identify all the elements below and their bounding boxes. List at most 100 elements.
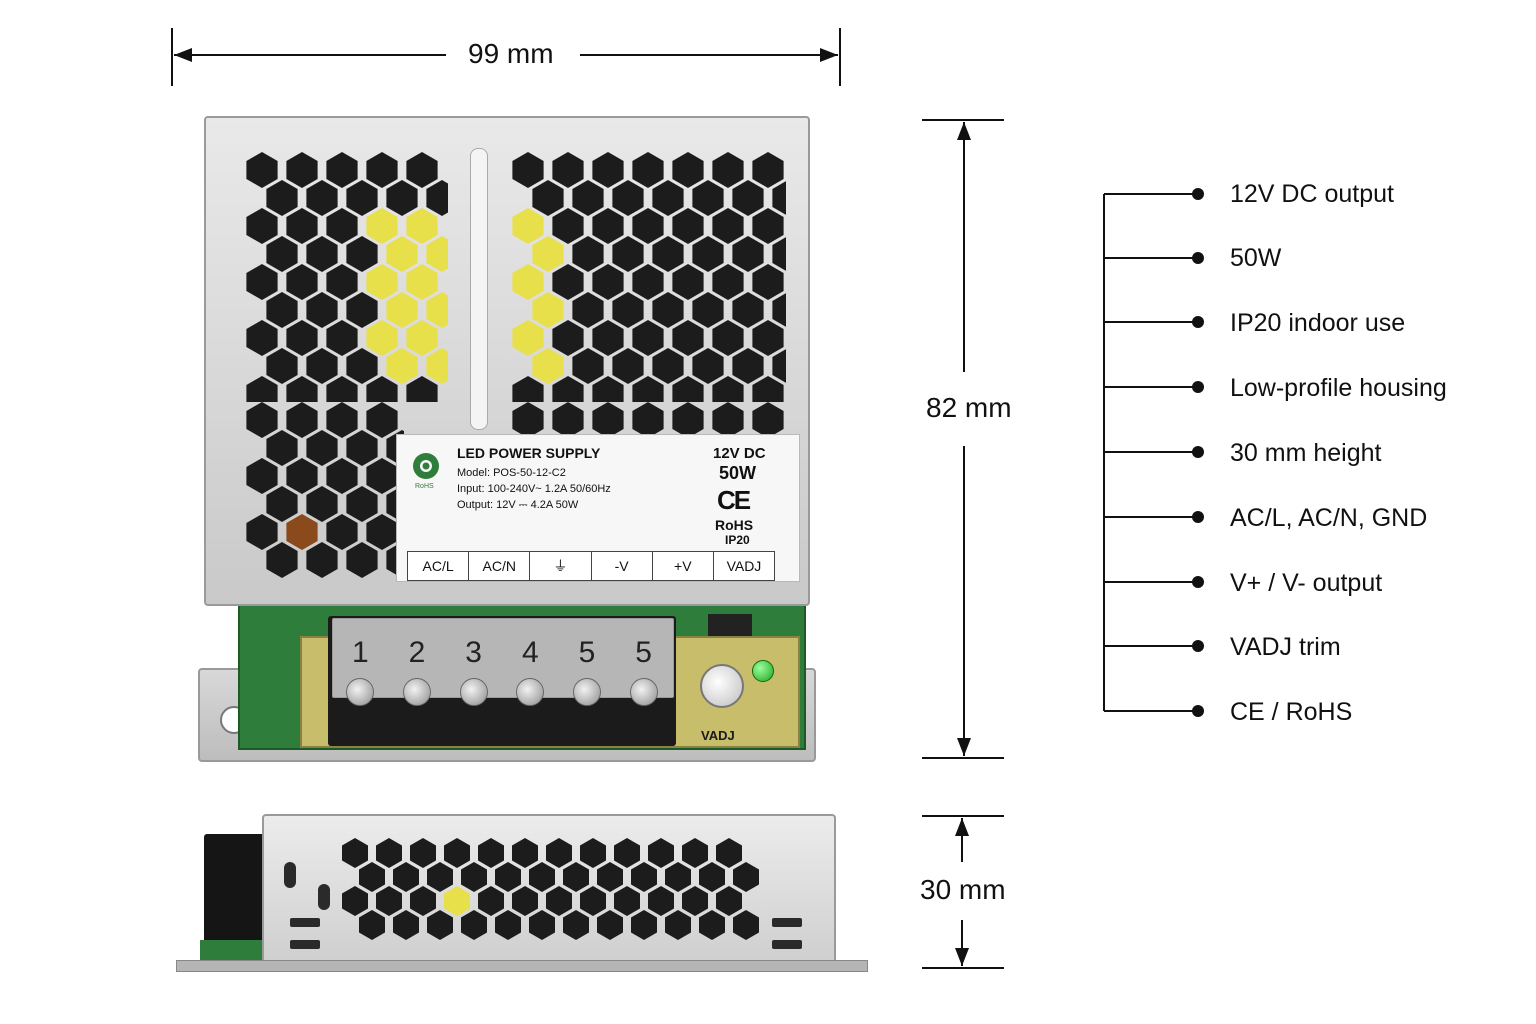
vent-hole (286, 320, 318, 356)
side-slot-left (290, 918, 320, 927)
vent-hole (529, 862, 555, 892)
vent-hole (406, 264, 438, 300)
ground-icon: ⏚ (530, 552, 592, 580)
screw-icon (346, 678, 375, 706)
vent-hole (532, 292, 564, 328)
vent-hole (572, 236, 604, 272)
vent-hole (716, 838, 742, 868)
vent-hole (614, 886, 640, 916)
label-title: LED POWER SUPPLY (457, 445, 601, 461)
bullet-icon (1192, 381, 1204, 393)
vent-hole (732, 236, 764, 272)
vent-hole (712, 376, 744, 402)
vent-hole (546, 838, 572, 868)
vent-hole (682, 838, 708, 868)
feature-item: Low-profile housing (1230, 374, 1447, 402)
vent-hole (393, 910, 419, 940)
terminal-number: 3 (465, 636, 482, 669)
vent-hole (546, 886, 572, 916)
side-slot-left (290, 940, 320, 949)
vent-slot (470, 148, 488, 430)
vent-hole (772, 349, 786, 383)
vent-hole (376, 838, 402, 868)
side-vent-pill (284, 862, 296, 888)
vent-hole (326, 320, 358, 356)
label-rohs: RoHS (715, 517, 754, 533)
vent-hole (648, 886, 674, 916)
terminal-label-plus-v: +V (653, 552, 714, 580)
terminal-label-acl: AC/L (408, 552, 470, 580)
vent-hole (580, 838, 606, 868)
side-chassis (262, 814, 836, 964)
vent-hole (529, 910, 555, 940)
vent-hole (266, 236, 298, 272)
width-dimension-label: 99 mm (468, 38, 554, 70)
feature-item: 12V DC output (1230, 180, 1394, 208)
bullet-icon (1192, 446, 1204, 458)
vent-hole (346, 430, 378, 466)
vent-hole (712, 402, 744, 438)
vent-hole (682, 886, 708, 916)
vent-hole (246, 152, 278, 188)
vent-hole (692, 348, 724, 384)
terminal-label-row: AC/L AC/N ⏚ -V +V VADJ (407, 551, 775, 581)
vent-hole (366, 264, 398, 300)
feature-item: IP20 indoor use (1230, 309, 1406, 337)
bullet-icon (1192, 640, 1204, 652)
vent-hole (495, 910, 521, 940)
vent-hole (652, 292, 684, 328)
vent-hole (592, 376, 624, 402)
vent-hole (326, 376, 358, 402)
vent-hole (552, 152, 584, 188)
vent-hole (427, 862, 453, 892)
vent-hole (286, 514, 318, 550)
vent-hole (699, 910, 725, 940)
vent-hole (306, 180, 338, 216)
label-model: Model: POS-50-12-C2 (457, 467, 566, 479)
terminal-number: 5 (578, 636, 596, 669)
vent-hole (692, 180, 724, 216)
vent-hole (478, 886, 504, 916)
header-pins (708, 614, 752, 636)
terminal-cover (332, 618, 674, 698)
terminal-number: 4 (521, 636, 539, 669)
vent-hole (306, 236, 338, 272)
vent-hole (652, 348, 684, 384)
vent-hole (426, 348, 448, 384)
vent-hole (512, 320, 544, 356)
vent-hole (597, 910, 623, 940)
vent-hole (266, 292, 298, 328)
vent-hole (326, 264, 358, 300)
terminal-numbers: 1 2 3 4 5 5 (332, 636, 672, 676)
vent-hole (665, 910, 691, 940)
vent-hole (326, 152, 358, 188)
vent-grid-left-top (246, 152, 448, 402)
feature-item: CE / RoHS (1230, 698, 1353, 726)
vent-hole (478, 838, 504, 868)
vadj-potentiometer (700, 664, 744, 708)
vent-hole (592, 152, 624, 188)
vent-hole (346, 542, 378, 578)
screw-icon (572, 678, 601, 706)
vent-hole (512, 208, 544, 244)
vent-hole (342, 886, 368, 916)
vent-hole (652, 180, 684, 216)
vent-hole (752, 376, 784, 402)
vent-hole (612, 292, 644, 328)
vent-hole (266, 180, 298, 216)
vent-hole (286, 208, 318, 244)
vent-hole (366, 152, 398, 188)
vent-hole (772, 293, 786, 327)
vent-hole (614, 838, 640, 868)
label-ip-rating: IP20 (725, 533, 750, 547)
vent-hole (532, 180, 564, 216)
vent-hole (592, 320, 624, 356)
vent-hole (672, 376, 704, 402)
label-output: Output: 12V ⎓ 4.2A 50W (457, 499, 579, 511)
product-label: RoHS LED POWER SUPPLY Model: POS-50-12-C… (396, 434, 800, 582)
vent-hole (366, 320, 398, 356)
rohs-badge-text: RoHS (415, 483, 434, 490)
vent-hole (732, 348, 764, 384)
vent-hole (246, 458, 278, 494)
vent-hole (692, 292, 724, 328)
